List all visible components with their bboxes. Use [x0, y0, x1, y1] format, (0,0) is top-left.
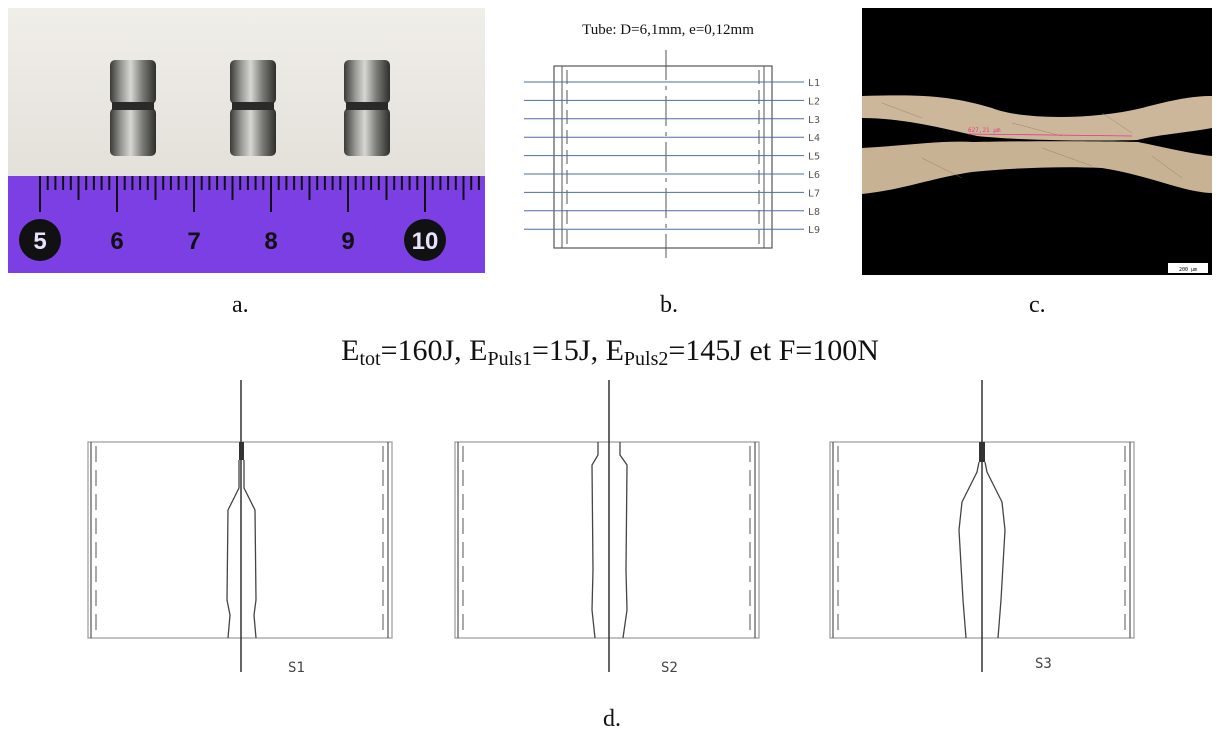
line-label: L8: [808, 207, 820, 218]
caption-b: b.: [660, 292, 678, 318]
section-label-s1: S1: [288, 660, 305, 676]
ruler-number: 5: [33, 228, 46, 255]
ruler-number: 9: [341, 228, 354, 255]
welded-sample-3: [344, 60, 390, 156]
section-s1: S1: [87, 380, 393, 676]
welded-sample-1: [110, 60, 156, 156]
tube-diagram-title: Tube: D=6,1mm, e=0,12mm: [582, 22, 754, 38]
line-label: L4: [808, 133, 820, 144]
weld-micrograph: 627,21 µm 200 µm: [862, 8, 1212, 275]
lower-sheet: [862, 141, 1212, 194]
ruler-number-badge: [19, 219, 61, 261]
ruler-number: 6: [110, 228, 123, 255]
tube-line-diagram: Tube: D=6,1mm, e=0,12mm L1L2L3L4L5L6L7L8…: [524, 22, 820, 258]
process-parameters: Etot=160J, EPuls1=15J, EPuls2=145J et F=…: [341, 334, 879, 370]
upper-sheet: [862, 95, 1212, 141]
section-label-s3: S3: [1035, 656, 1052, 672]
line-label: L1: [808, 78, 820, 89]
ruler: 5 6 7 8 9 10: [8, 176, 485, 273]
section-label-s2: S2: [661, 660, 678, 676]
scale-bar-label: 200 µm: [1179, 267, 1197, 273]
line-label: L6: [808, 170, 820, 181]
ruler-number: 7: [187, 228, 200, 255]
ruler-number: 8: [264, 228, 277, 255]
scale-bar: [1168, 263, 1208, 273]
caption-c: c.: [1029, 292, 1046, 318]
line-label: L3: [808, 115, 820, 126]
ruler-number-badge: [404, 219, 446, 261]
welded-sample-2: [230, 60, 276, 156]
line-label: L9: [808, 225, 820, 236]
section-profiles: S1 S2 S3: [87, 380, 1135, 676]
caption-d: d.: [603, 706, 621, 732]
line-label: L5: [808, 152, 820, 163]
line-label: L2: [808, 96, 820, 107]
ruler-number: 10: [412, 228, 439, 255]
measurement-label: 627,21 µm: [968, 127, 1001, 134]
sample-photo: 5 6 7 8 9 10: [8, 8, 485, 273]
section-s3: S3: [829, 380, 1135, 672]
line-label: L7: [808, 188, 820, 199]
section-s2: S2: [454, 380, 760, 676]
measurement-line: [967, 133, 1133, 137]
caption-a: a.: [232, 292, 249, 318]
